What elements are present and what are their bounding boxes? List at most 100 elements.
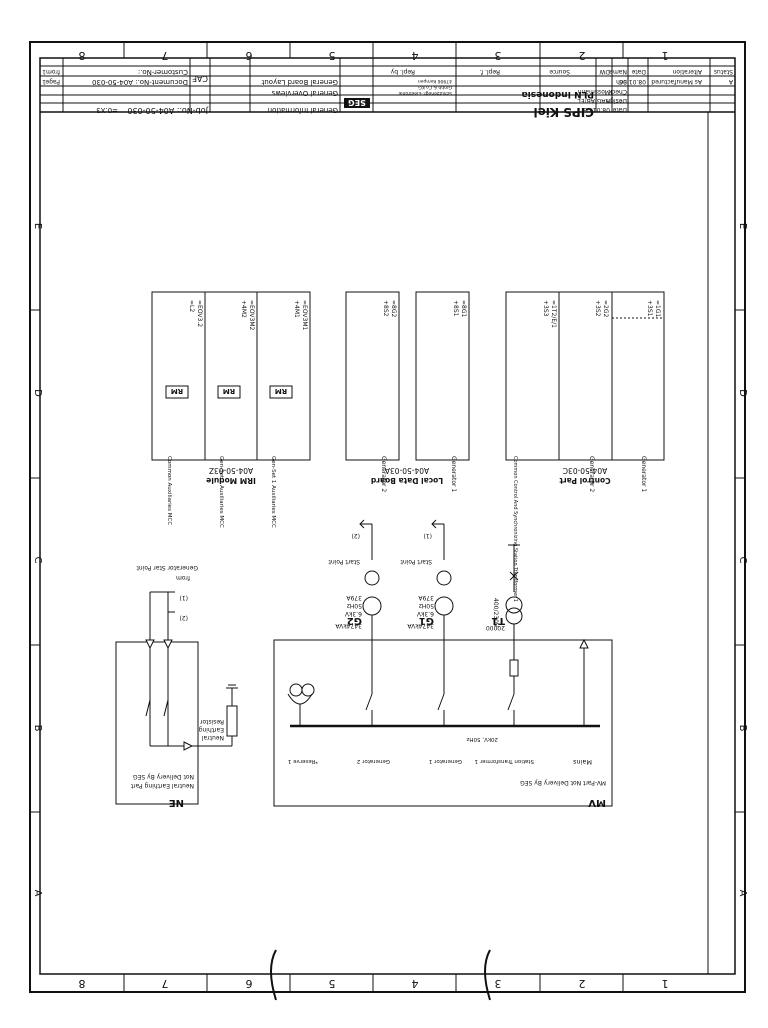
- irm-cell-1-ref-2: +4M1: [293, 300, 300, 318]
- row-letter-left-c: C: [32, 557, 43, 564]
- control-part-title: Control Part: [559, 476, 611, 485]
- company-address-1: Schutzenegr.-Elektronik: [398, 90, 452, 96]
- tb-alteration-a: As Manufactured: [651, 78, 702, 85]
- tb-design-label: Design: [606, 97, 627, 104]
- tb-date-label: Date: [612, 106, 627, 113]
- project-title-block: CIPS Kiel PLN Indonesia: [522, 89, 594, 119]
- col-num-b-1: 1: [662, 977, 669, 990]
- row-letter-right-a: A: [737, 890, 748, 897]
- irm-code: A04-50-03Z: [209, 466, 253, 475]
- gen2-name: G2: [347, 615, 362, 626]
- document-number: Document-No.: A04-50-030: [92, 78, 188, 86]
- mv-reserve-label: *Reserve 1: [288, 758, 318, 764]
- company-address-2: Gmbh & Co KG: [418, 84, 452, 90]
- column-ticks-bottom: [123, 974, 624, 992]
- reserve-feeder: [287, 683, 315, 726]
- gen2-voltage: 6.3kV: [344, 610, 362, 617]
- irm-badge-3: RM: [171, 387, 183, 395]
- sheet-frame: [29, 41, 746, 993]
- job-number: Job-No.: A04-50-030: [127, 106, 209, 115]
- generator-2-feeder: [359, 519, 382, 726]
- col-num-8: 8: [79, 49, 86, 62]
- gen1-freq: 50Hz: [419, 602, 434, 609]
- transformer-rating: 20000: [486, 624, 505, 631]
- col-num-1: 1: [662, 49, 669, 62]
- transformer-name: T1: [491, 615, 505, 626]
- page-value: 1: [42, 78, 46, 85]
- page-label: Page: [45, 78, 60, 85]
- local-data-board-panel: [345, 291, 470, 461]
- ref-label: =0.X3: [96, 106, 118, 114]
- irm-cell-1-name: Gen-Set 1 Auxiliaries MCC: [270, 456, 276, 528]
- local-cell-2-name: Generator 2: [380, 456, 387, 492]
- irm-cell-2-name: Gen-Set 2 Auxiliaries MCC: [218, 456, 224, 528]
- irm-badge-1: RM: [275, 387, 287, 395]
- row-letters-left: E D C B A: [32, 223, 43, 897]
- control-part-text: Control Part A04-50-03C Generator 1 =1G1…: [512, 300, 661, 602]
- local-data-board-text: Local Data Board A04-50-03A Generator 1 …: [371, 300, 467, 492]
- col-num-b-4: 4: [412, 977, 419, 990]
- title-block: [40, 58, 735, 112]
- control-cell-2-ref-2: +3S2: [594, 300, 601, 317]
- col-num-b-8: 8: [79, 977, 86, 990]
- local-cell-1-name: Generator 1: [450, 456, 457, 492]
- mv-gen1-label: Generator 1: [429, 758, 462, 764]
- transformer-voltage: 400/230V: [492, 598, 499, 628]
- tb-date-value: 08.01.06: [583, 106, 610, 113]
- gen1-start-n: (1): [424, 532, 433, 539]
- from-label: from: [46, 68, 60, 75]
- gen2-current: 379A: [346, 594, 362, 601]
- ne-resistor-1: Neutral: [202, 734, 224, 741]
- row-letter-left-b: B: [32, 725, 43, 732]
- gen1-current: 379A: [418, 594, 434, 601]
- control-cell-1-ref-1: =1G1: [654, 300, 661, 317]
- from-value: 1: [42, 68, 46, 75]
- ne-n2: (2): [180, 614, 189, 621]
- col-num-b-2: 2: [579, 977, 586, 990]
- mv-rating-label: 20kV, 50Hz: [466, 736, 498, 742]
- mv-mains-label: Mains: [572, 758, 592, 766]
- tb-source-label: Source: [549, 68, 570, 75]
- ne-text: NE Neutral Earthing Part Not Delivery By…: [130, 564, 224, 808]
- col-num-b-6: 6: [246, 977, 253, 990]
- mv-station-label: Station Transformer 1: [474, 758, 534, 764]
- company-logo: SEG Schutzenegr.-Elektronik Gmbh & Co KG…: [344, 78, 452, 108]
- row-letter-right-d: D: [737, 389, 748, 397]
- control-cell-3-name: Common Control And Synchronizing Station…: [512, 456, 518, 602]
- control-part-panel: [505, 291, 665, 461]
- station-transformer-feeder: [505, 544, 523, 726]
- tb-check-name: Mossmann: [578, 88, 610, 95]
- company-address-3: 47906 Kempen: [418, 78, 452, 84]
- mv-text: MV MV-Part Not Delivery By SEG Mains Sta…: [288, 736, 606, 808]
- cae-label: CAE: [192, 74, 208, 83]
- tb-status-header: Status: [714, 68, 733, 75]
- ne-source: Generator Star Point: [136, 564, 198, 571]
- customer-number: Customer-No.:: [138, 68, 188, 76]
- irm-cell-1-ref-1: =EOV3M1: [301, 300, 308, 331]
- mv-subtitle: MV-Part Not Delivery By SEG: [520, 779, 606, 786]
- mv-switchgear-box: [273, 639, 613, 807]
- irm-cell-2-ref-1: =EOV3M2: [248, 300, 255, 331]
- control-cell-1-ref-2: +3S1: [646, 300, 653, 317]
- tb-date-a: 08.01.06: [619, 78, 646, 85]
- company-name: SEG: [348, 98, 366, 107]
- tb-dw-label: DW: [599, 68, 610, 75]
- tb-design-value: HAG/AB/EL: [577, 97, 610, 104]
- irm-cell-3-ref-1: =EOV3.2: [196, 300, 203, 327]
- col-num-b-3: 3: [495, 977, 502, 990]
- gen2-freq: 50Hz: [347, 602, 362, 609]
- tb-check-label: Check: [608, 88, 627, 95]
- row-letter-left-a: A: [32, 890, 43, 897]
- col-num-6: 6: [246, 49, 253, 62]
- control-cell-3-ref-1: =1T2/E/1: [550, 300, 557, 328]
- row-letter-left-e: E: [32, 223, 43, 229]
- mv-title: MV: [588, 797, 606, 808]
- irm-badge-2: RM: [223, 387, 235, 395]
- local-cell-1-ref-2: +8S1: [452, 300, 459, 317]
- row-letter-left-d: D: [32, 389, 43, 397]
- gen2-start: Start Point: [328, 558, 360, 565]
- local-board-title: Local Data Board: [371, 476, 443, 485]
- row-letter-right-e: E: [737, 223, 748, 229]
- equipment-labels: T1 20000 400/230V G1 3474kVA 6.3kV 50Hz …: [328, 532, 505, 631]
